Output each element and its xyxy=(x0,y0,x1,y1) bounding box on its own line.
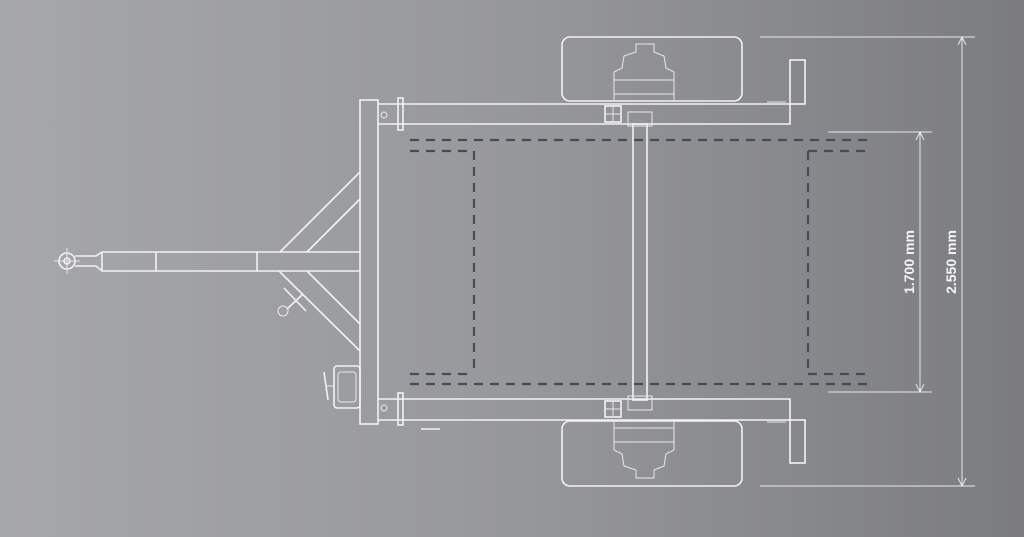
front-crossbeam xyxy=(359,99,379,425)
inner-width-label: 1.700 mm xyxy=(901,230,917,294)
drawbar xyxy=(54,171,361,352)
spare-bracket xyxy=(277,287,307,317)
dimension-inner-width xyxy=(828,130,932,394)
side-rail-top xyxy=(378,59,806,131)
axle xyxy=(627,111,653,411)
dimension-overall-width xyxy=(760,35,975,488)
wheel-bottom xyxy=(561,420,743,487)
load-area-outline xyxy=(410,138,870,386)
jockey-wheel xyxy=(323,365,361,409)
overall-width-label: 2.550 mm xyxy=(943,230,959,294)
side-rail-bottom xyxy=(378,392,806,464)
wheel-top xyxy=(561,36,743,102)
